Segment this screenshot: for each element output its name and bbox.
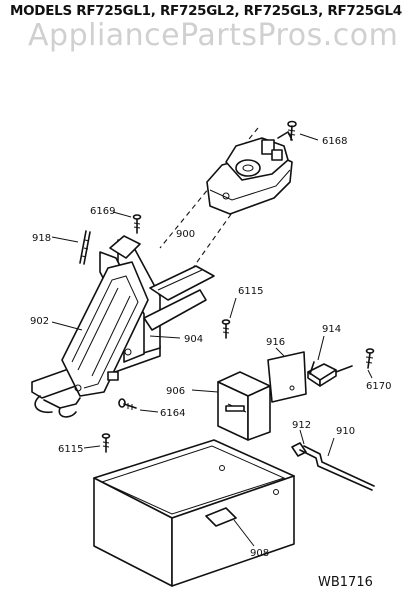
bushing-912 xyxy=(291,429,307,457)
label-904: 904 xyxy=(184,334,203,345)
watermark: AppliancePartsPros.com xyxy=(28,18,399,53)
screw-6170 xyxy=(365,348,375,379)
models-header: MODELS RF725GL1, RF725GL2, RF725GL3, RF7… xyxy=(10,3,402,19)
mounting-bracket-906 xyxy=(191,371,271,441)
label-912: 912 xyxy=(292,420,311,431)
label-6164: 6164 xyxy=(160,408,185,419)
label-6169: 6169 xyxy=(90,206,115,217)
label-916: 916 xyxy=(266,337,285,348)
switch-plate-916 xyxy=(267,347,307,403)
label-914: 914 xyxy=(322,324,341,335)
label-6168: 6168 xyxy=(322,136,347,147)
label-906: 906 xyxy=(166,386,185,397)
label-910: 910 xyxy=(336,426,355,437)
label-6115-lower: 6115 xyxy=(58,444,83,455)
screw-6168 xyxy=(287,120,319,141)
tray-908 xyxy=(93,439,295,587)
reference-code: WB1716 xyxy=(318,575,373,590)
screw-6169 xyxy=(112,211,142,234)
screw-6164 xyxy=(118,398,159,413)
label-908: 908 xyxy=(250,548,269,559)
label-6170: 6170 xyxy=(366,381,391,392)
label-900: 900 xyxy=(176,229,195,240)
spring-918 xyxy=(51,230,91,265)
label-902: 902 xyxy=(30,316,49,327)
bracket-902-904 xyxy=(31,235,215,418)
label-6115-upper: 6115 xyxy=(238,286,263,297)
motor-assembly-900 xyxy=(206,131,293,215)
shaft-910 xyxy=(299,437,375,491)
screw-6115-lower xyxy=(83,433,111,453)
label-918: 918 xyxy=(32,233,51,244)
screw-6115-upper xyxy=(221,297,237,339)
switch-914 xyxy=(307,335,353,387)
